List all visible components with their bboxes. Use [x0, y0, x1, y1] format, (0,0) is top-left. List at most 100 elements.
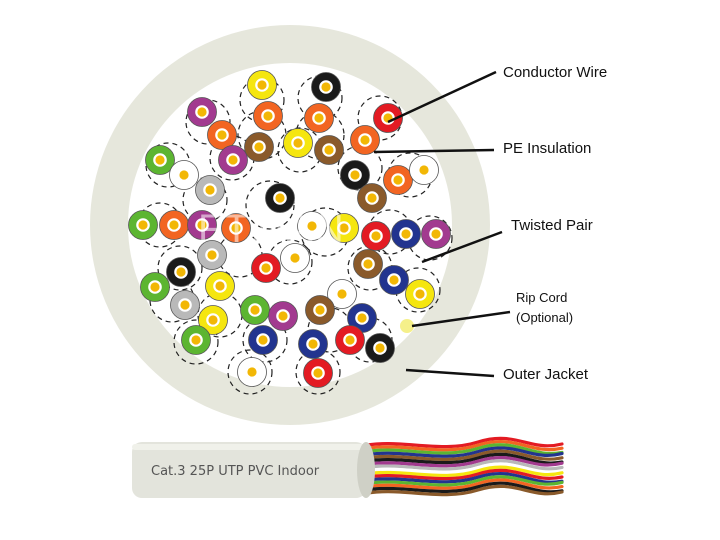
pair-outline — [227, 349, 273, 395]
insulated-conductor — [314, 135, 344, 165]
insulated-conductor — [237, 357, 267, 387]
exposed-wire — [360, 439, 564, 452]
pair-outline — [407, 215, 453, 261]
label-rip-cord: Rip Cord (Optional) — [516, 288, 573, 328]
exposed-wire — [360, 452, 564, 465]
conductor-wire — [197, 220, 207, 230]
insulated-conductor — [265, 183, 295, 213]
insulated-conductor — [303, 358, 333, 388]
leader-rip — [411, 310, 511, 328]
conductor-wire — [308, 339, 318, 349]
insulated-conductor — [247, 70, 277, 100]
watermark: FTMAN — [198, 207, 346, 251]
insulated-conductor — [391, 219, 421, 249]
label-pe-insulation: PE Insulation — [503, 140, 592, 157]
leader-lines — [373, 70, 511, 378]
insulated-conductor — [329, 213, 359, 243]
exposed-wire — [360, 478, 564, 490]
conductor-wire — [278, 311, 288, 321]
insulated-conductor — [283, 128, 313, 158]
insulated-conductor — [198, 305, 228, 335]
conductor-wire — [250, 305, 260, 315]
insulated-conductor — [145, 145, 175, 175]
conductor-wire — [315, 305, 325, 315]
insulated-conductor — [335, 325, 365, 355]
conductor-wire — [207, 250, 217, 260]
exposed-wire — [360, 449, 564, 461]
insulated-conductor — [248, 325, 278, 355]
insulated-conductor — [187, 97, 217, 127]
conductor-wire — [217, 130, 227, 140]
conductor-wire — [150, 282, 160, 292]
insulated-conductor — [383, 165, 413, 195]
conductor-wire — [360, 135, 370, 145]
insulated-conductor — [340, 160, 370, 190]
conductor-wire — [401, 229, 411, 239]
conductor-wire — [191, 335, 201, 345]
exposed-wire — [360, 446, 564, 458]
conductor-wire — [419, 165, 429, 175]
pair-outline — [245, 180, 295, 230]
conductor-wire — [180, 300, 190, 310]
label-rip-cord-line1: Rip Cord — [516, 290, 568, 305]
conductor-wire — [357, 313, 367, 323]
insulated-conductor — [159, 210, 189, 240]
leader-jacket — [405, 368, 495, 378]
label-conductor-wire: Conductor Wire — [503, 64, 608, 81]
exposed-wire — [360, 459, 564, 471]
insulated-conductor — [268, 301, 298, 331]
rip-cord — [400, 319, 414, 333]
conductor-wire — [314, 113, 324, 123]
conductor-wire — [307, 221, 317, 231]
exposed-wire — [360, 465, 564, 477]
sheath-end — [357, 442, 375, 498]
exposed-wire — [360, 484, 564, 497]
insulated-conductor — [166, 257, 196, 287]
conductor-wire — [258, 335, 268, 345]
conductor-wire — [155, 155, 165, 165]
conductor-wire — [371, 231, 381, 241]
exposed-wire — [360, 455, 564, 468]
insulated-conductor — [357, 183, 387, 213]
insulated-conductor — [251, 253, 281, 283]
insulated-conductor — [128, 210, 158, 240]
insulated-conductor — [305, 295, 335, 325]
insulated-conductor — [181, 325, 211, 355]
insulated-conductor — [253, 101, 283, 131]
conductor-wire — [375, 343, 385, 353]
cable-print: Cat.3 25P UTP PVC Indoor — [151, 464, 320, 479]
conductor-wire — [261, 263, 271, 273]
pair-outline — [267, 239, 313, 285]
conductor-wire — [263, 111, 273, 121]
insulated-conductor — [409, 155, 439, 185]
conductor-wire — [176, 267, 186, 277]
label-twisted-pair: Twisted Pair — [511, 217, 593, 234]
exposed-wire — [360, 443, 564, 456]
pair-outline — [395, 267, 441, 313]
conductor-wire — [254, 142, 264, 152]
insulated-conductor — [421, 219, 451, 249]
conductor-wire — [205, 185, 215, 195]
label-rip-cord-line2: (Optional) — [516, 310, 574, 325]
conductor-wire — [415, 289, 425, 299]
insulated-conductor — [311, 72, 341, 102]
insulated-conductor — [365, 333, 395, 363]
insulated-conductor — [347, 303, 377, 333]
conductor-wire — [324, 145, 334, 155]
insulated-conductor — [197, 240, 227, 270]
insulated-conductor — [195, 175, 225, 205]
conductor-wire — [247, 367, 257, 377]
label-outer-jacket: Outer Jacket — [503, 366, 589, 383]
conductor-wire — [367, 193, 377, 203]
cable-sheath — [132, 442, 366, 498]
exposed-wire — [360, 475, 564, 487]
insulated-conductor — [187, 210, 217, 240]
conductor-wire — [321, 82, 331, 92]
conductor-wire — [337, 289, 347, 299]
insulated-conductors — [128, 70, 451, 388]
conductor-wire — [293, 138, 303, 148]
cable-side-view: FTMAN Cat.3 25P UTP PVC Indoor — [132, 436, 564, 498]
insulated-conductor — [170, 290, 200, 320]
conductor-wire — [363, 259, 373, 269]
